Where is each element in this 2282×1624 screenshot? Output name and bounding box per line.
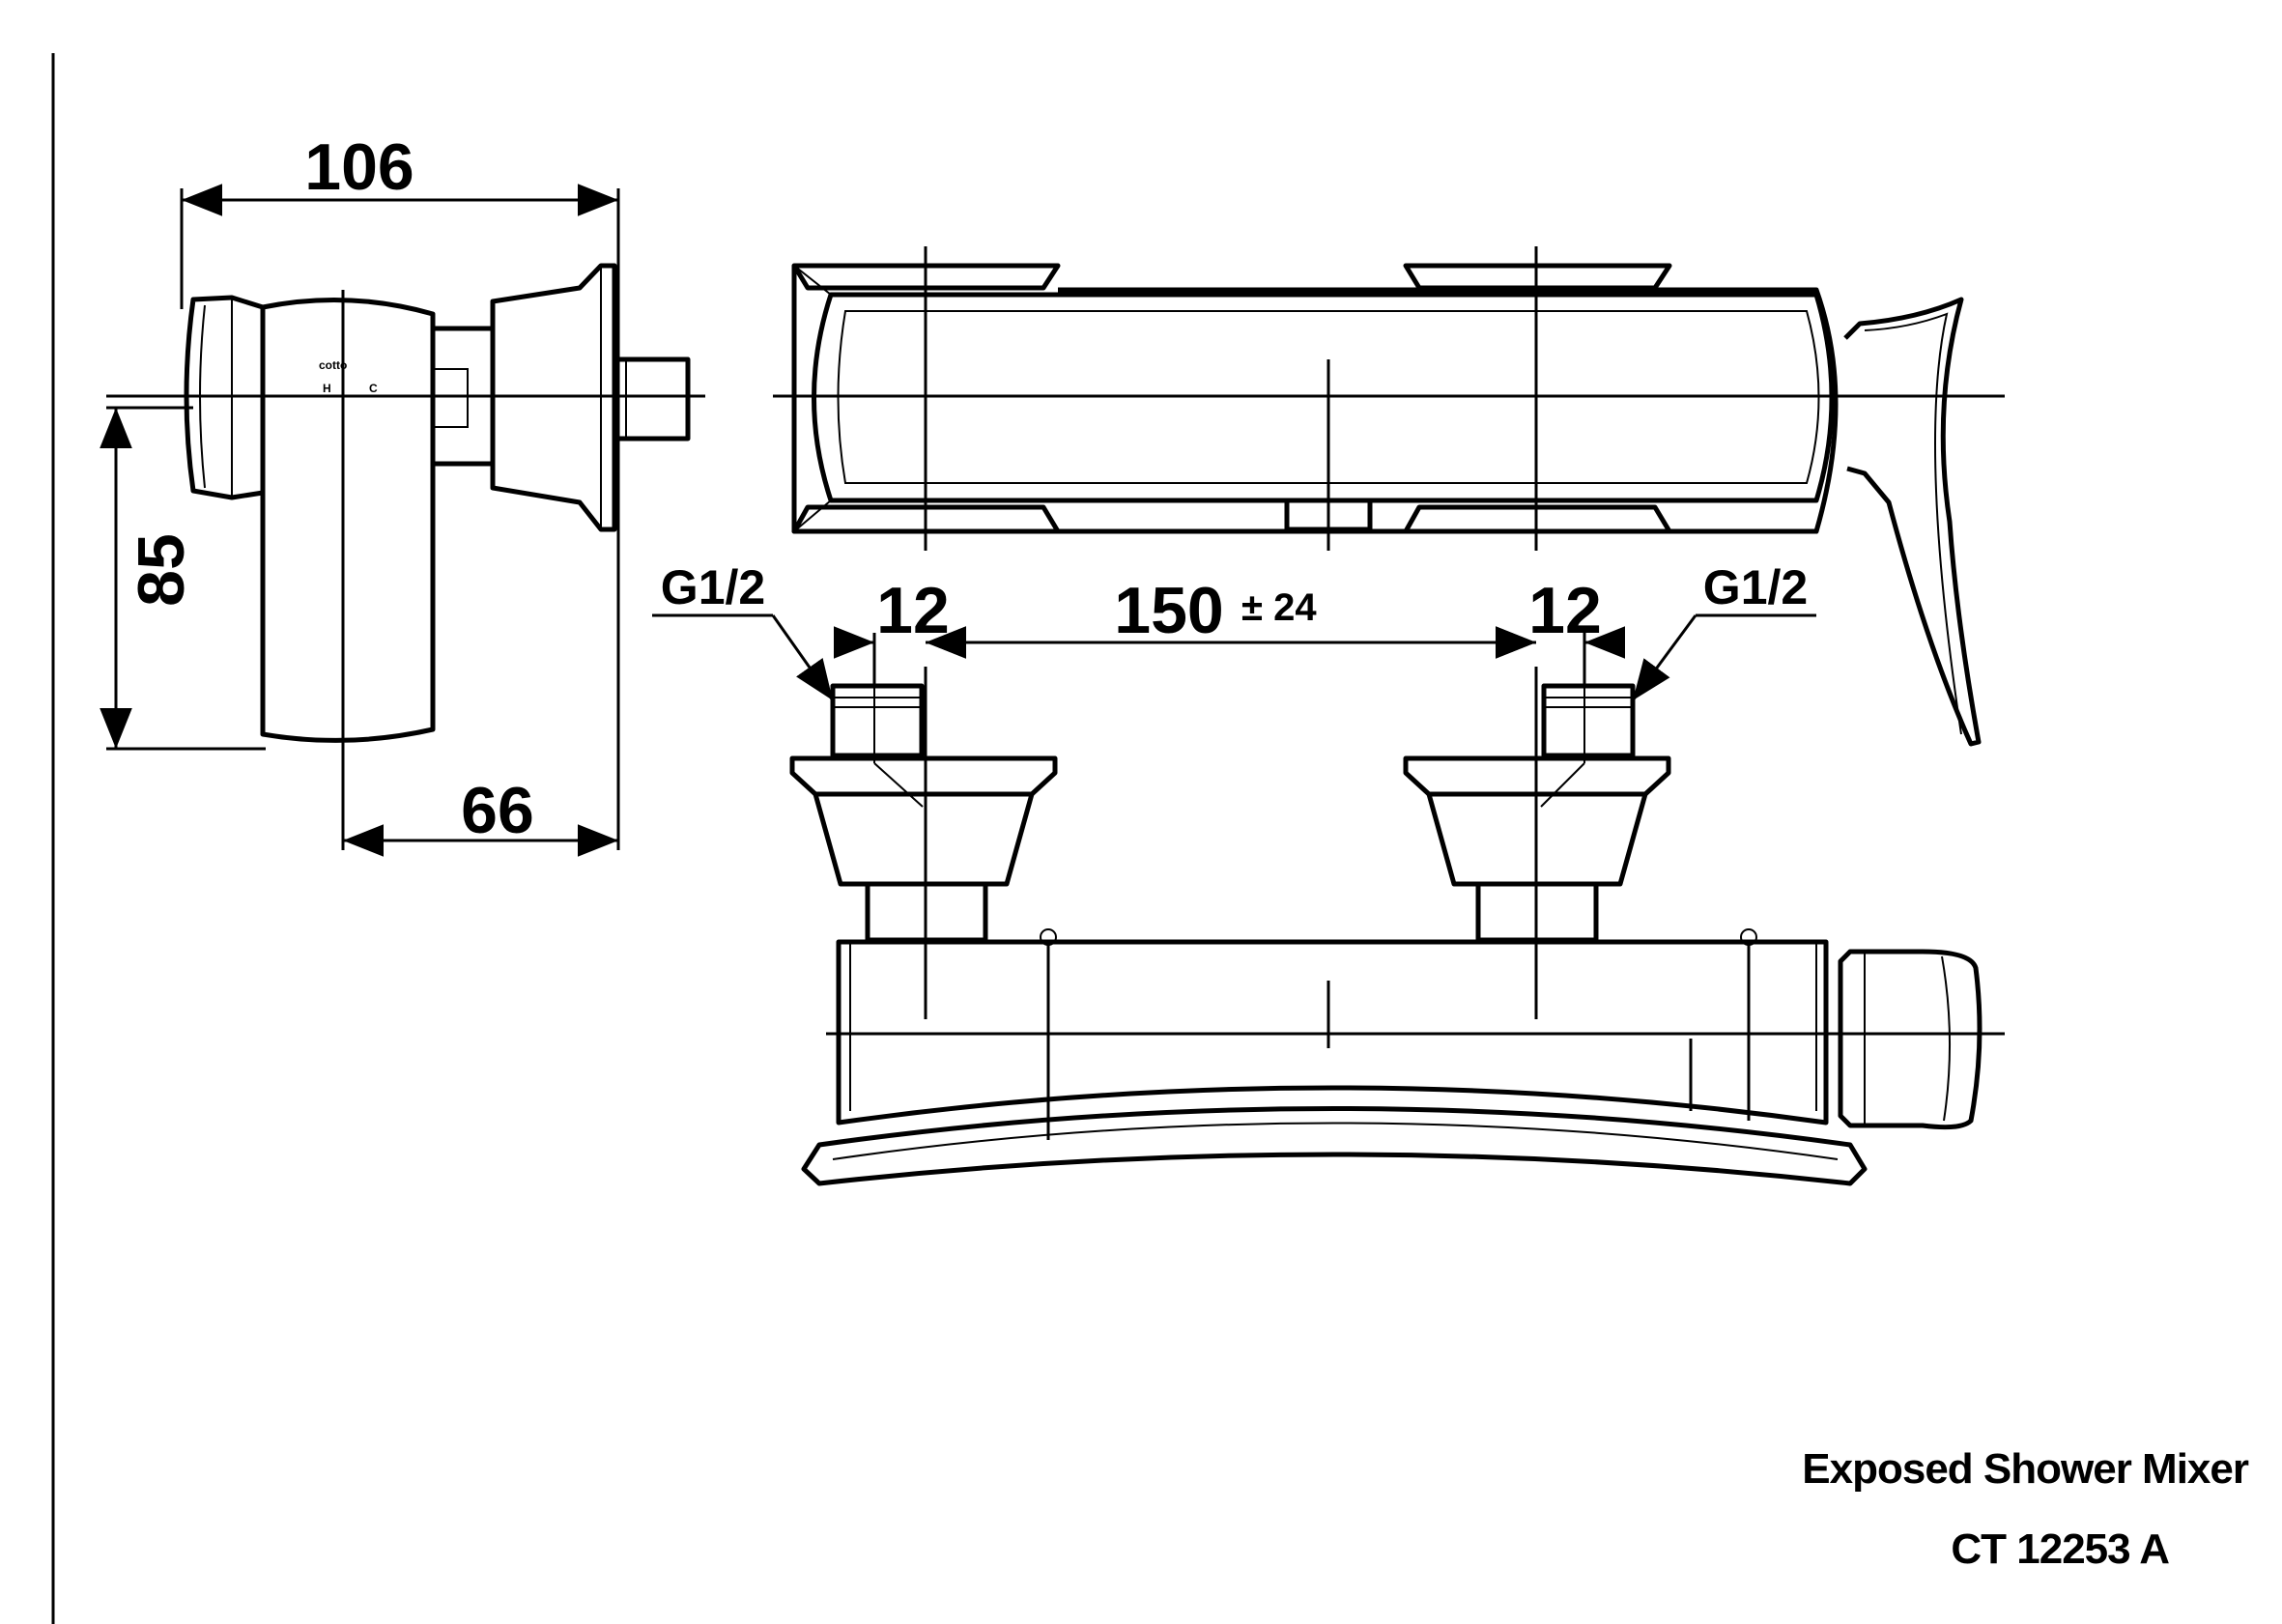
dim-spacing-label: 150 [1114,574,1223,647]
product-code: CT 12253 A [1951,1525,2169,1573]
side-flange [490,263,617,532]
front-body [836,939,1829,1125]
side-handle [184,295,266,500]
inlet-dimensions: 150 ± 24 12 12 G1/2 G1/2 [652,560,1816,701]
front-inlet-right-thread [1541,683,1636,758]
top-body [791,266,1839,534]
title-block: Exposed Shower Mixer CT 12253 A [1802,1445,2250,1573]
thread-label-left: G1/2 [661,560,765,614]
front-knob [1838,949,1982,1130]
front-inlet-left-thread [830,683,925,758]
dim-spacing-tolerance: ± 24 [1241,586,1317,629]
front-inlet-left-flange [789,755,1058,797]
dim-inlet-right-label: 12 [1528,574,1602,647]
side-view: cotto H C 106 85 66 [100,130,705,857]
dim-height-label: 85 [125,533,198,607]
dim-depth-label: 66 [461,774,534,847]
top-view [773,246,2005,747]
dim-inlet-left-label: 12 [876,574,950,647]
side-body [260,297,436,743]
product-name: Exposed Shower Mixer [1802,1445,2249,1493]
front-view [789,667,2005,1186]
top-flange-left [791,263,1061,291]
dim-width-label: 106 [304,130,414,204]
handle-hc-mark: H C [323,382,395,395]
top-lever [1843,297,1982,747]
logo-mark: cotto [319,358,347,372]
thread-label-right: G1/2 [1703,560,1808,614]
